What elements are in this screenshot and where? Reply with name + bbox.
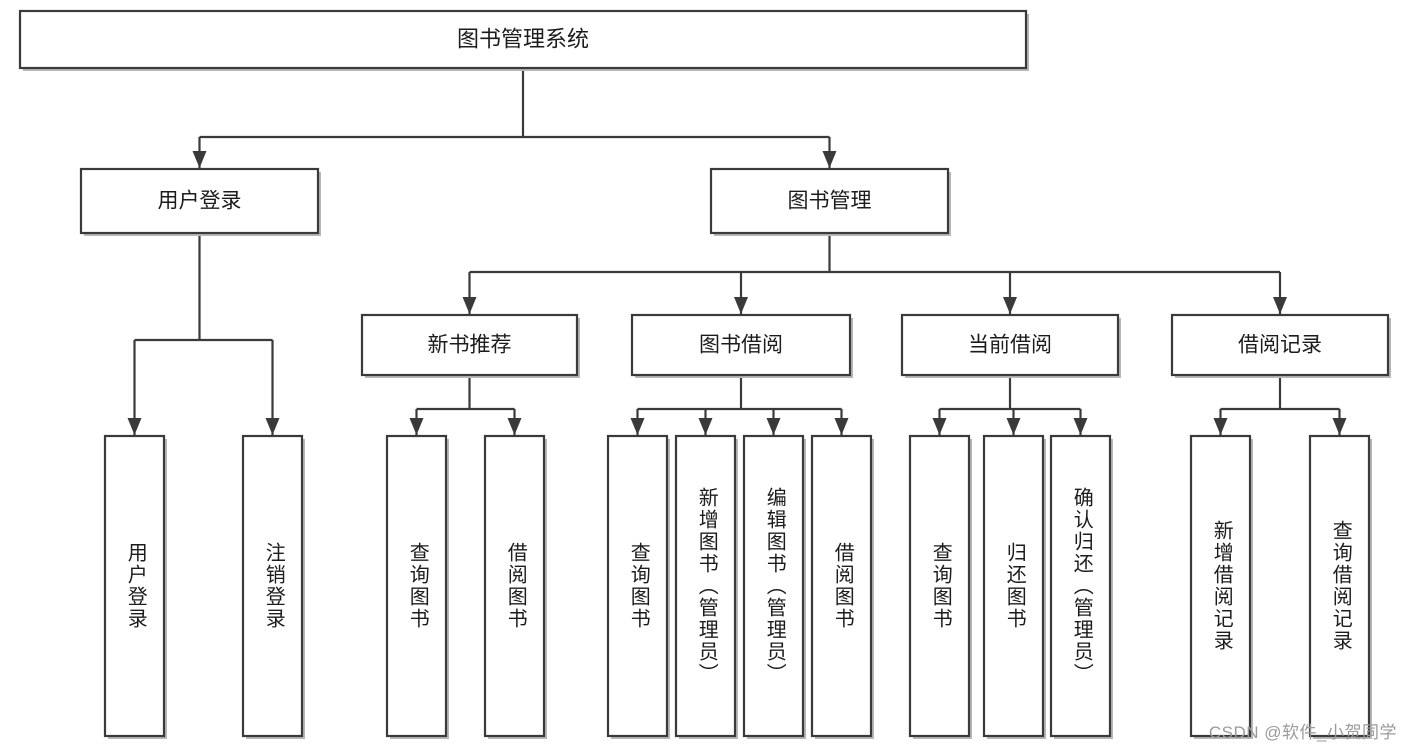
arrow-head-icon bbox=[822, 151, 837, 168]
arrow-head-icon bbox=[1073, 418, 1088, 435]
node-label-leaf-add-book: 新增图书（管理员） bbox=[695, 487, 718, 685]
arrow-head-icon bbox=[766, 418, 781, 435]
node-box-leaf-borrow-book-1[interactable] bbox=[483, 434, 546, 738]
node-label-leaf-query-record: 查询借阅记录 bbox=[1329, 520, 1352, 652]
node-label-leaf-borrow-book-1: 借阅图书 bbox=[504, 542, 527, 630]
node-box-leaf-user-login[interactable] bbox=[103, 434, 166, 738]
arrow-head-icon bbox=[834, 418, 849, 435]
node-box-leaf-query-book-1[interactable] bbox=[385, 434, 448, 738]
node-label-current-borrow: 当前借阅 bbox=[968, 334, 1052, 357]
arrow-head-icon bbox=[630, 418, 645, 435]
node-box-book-management[interactable] bbox=[709, 167, 950, 235]
node-box-user-login[interactable] bbox=[79, 167, 320, 235]
node-label-leaf-query-book-1: 查询图书 bbox=[406, 542, 429, 630]
node-box-leaf-query-book-3[interactable] bbox=[908, 434, 971, 738]
node-box-leaf-add-book[interactable] bbox=[674, 434, 737, 738]
node-box-leaf-confirm-return[interactable] bbox=[1049, 434, 1112, 738]
node-label-book-management: 图书管理 bbox=[788, 190, 872, 213]
arrow-head-icon bbox=[932, 418, 947, 435]
node-label-leaf-query-book-3: 查询图书 bbox=[929, 542, 952, 630]
connector-layer bbox=[127, 68, 1347, 435]
node-box-current-borrow[interactable] bbox=[900, 313, 1120, 377]
arrow-head-icon bbox=[1213, 418, 1228, 435]
node-label-borrow-record: 借阅记录 bbox=[1238, 334, 1322, 357]
node-label-leaf-user-login: 用户登录 bbox=[124, 542, 147, 630]
arrow-head-icon bbox=[192, 151, 207, 168]
node-label-leaf-borrow-book-2: 借阅图书 bbox=[831, 542, 854, 630]
arrow-head-icon bbox=[1006, 418, 1021, 435]
node-box-leaf-user-logout[interactable] bbox=[241, 434, 304, 738]
node-box-leaf-query-book-2[interactable] bbox=[606, 434, 669, 738]
node-box-leaf-edit-book[interactable] bbox=[742, 434, 805, 738]
arrow-head-icon bbox=[1332, 418, 1347, 435]
arrow-head-icon bbox=[507, 418, 522, 435]
arrow-head-icon bbox=[265, 418, 280, 435]
node-label-leaf-add-record: 新增借阅记录 bbox=[1210, 520, 1233, 652]
node-box-layer bbox=[18, 9, 1391, 739]
node-box-book-borrow[interactable] bbox=[630, 313, 852, 377]
node-label-book-borrow: 图书借阅 bbox=[699, 334, 783, 357]
node-label-new-book-recommend: 新书推荐 bbox=[428, 334, 512, 357]
node-label-leaf-return-book: 归还图书 bbox=[1003, 542, 1026, 630]
node-label-user-login: 用户登录 bbox=[158, 190, 242, 213]
node-box-leaf-borrow-book-2[interactable] bbox=[810, 434, 873, 738]
node-label-leaf-query-book-2: 查询图书 bbox=[627, 542, 650, 630]
arrow-head-icon bbox=[698, 418, 713, 435]
arrow-head-icon bbox=[127, 418, 142, 435]
node-box-leaf-add-record[interactable] bbox=[1189, 434, 1252, 738]
node-label-root: 图书管理系统 bbox=[457, 26, 589, 51]
node-box-borrow-record[interactable] bbox=[1170, 313, 1390, 377]
node-box-leaf-return-book[interactable] bbox=[982, 434, 1045, 738]
node-box-root[interactable] bbox=[18, 9, 1028, 70]
arrow-head-icon bbox=[409, 418, 424, 435]
node-label-leaf-edit-book: 编辑图书（管理员） bbox=[763, 487, 786, 685]
node-label-leaf-user-logout: 注销登录 bbox=[262, 542, 285, 630]
arrow-head-icon bbox=[1003, 297, 1017, 314]
node-label-leaf-confirm-return: 确认归还（管理员） bbox=[1070, 487, 1093, 685]
arrow-head-icon bbox=[462, 297, 477, 314]
arrow-head-icon bbox=[734, 297, 748, 314]
node-box-leaf-query-record[interactable] bbox=[1308, 434, 1371, 738]
node-box-new-book-recommend[interactable] bbox=[360, 313, 579, 377]
arrow-head-icon bbox=[1273, 297, 1287, 314]
